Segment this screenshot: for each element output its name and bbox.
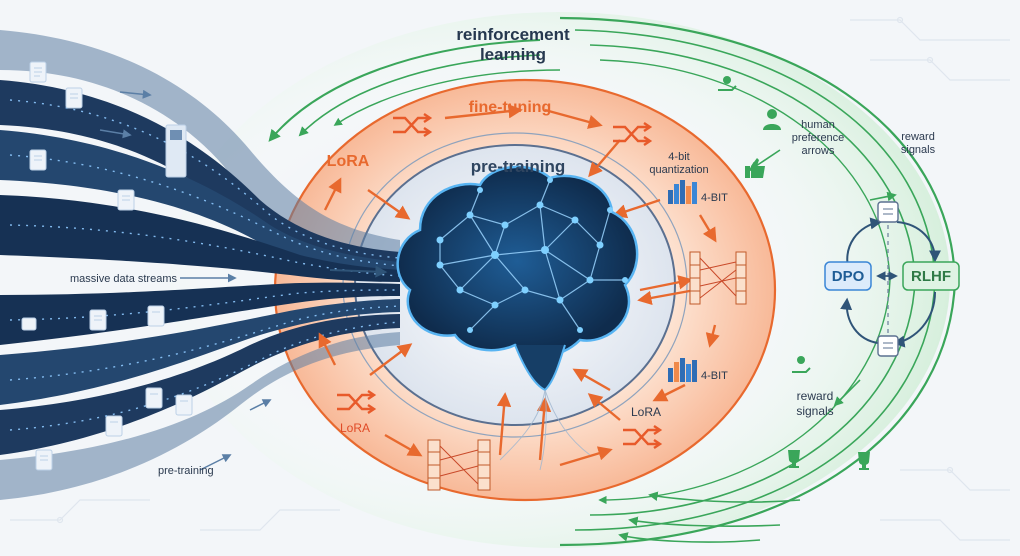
shuffle-icon — [393, 113, 433, 137]
rl-label-line1: reinforcement — [456, 25, 570, 44]
document-icon — [145, 387, 163, 409]
shuffle-icon — [623, 425, 663, 449]
document-icon — [117, 189, 135, 211]
document-icon — [89, 309, 107, 331]
dpo-box — [824, 261, 872, 291]
lora-upper-label: LoRA — [327, 153, 370, 170]
document-icon — [29, 149, 47, 171]
fine-tuning-label: fine-tuning — [469, 99, 552, 116]
quantization-line2: quantization — [649, 164, 708, 176]
pre-training-center-label: pre-training — [471, 157, 565, 176]
trophy-icon — [788, 450, 800, 468]
bar-chart-icon — [668, 180, 697, 204]
lora-lower-left-label: LoRA — [340, 421, 370, 435]
fine-tuning-arrows — [318, 104, 720, 467]
human-pref-line1: human — [801, 119, 835, 131]
document-icon — [147, 305, 165, 327]
document-icon — [165, 124, 187, 178]
four-bit-lower-label: 4-BIT — [701, 370, 728, 382]
pre-training-bottom-label: pre-training — [158, 465, 214, 477]
reward-signals-upper-line2: signals — [901, 144, 936, 156]
matrix-icon — [427, 439, 491, 491]
thumbs-up-icon — [745, 158, 765, 178]
bar-chart-icon — [668, 358, 697, 382]
rl-icons — [718, 76, 870, 470]
massive-data-streams-label: massive data streams — [70, 273, 177, 285]
dpo-label: DPO — [832, 268, 865, 285]
human-pref-line3: arrows — [801, 145, 835, 157]
shuffle-icon — [337, 390, 377, 414]
document-icon — [21, 317, 37, 331]
circuit-background — [10, 16, 1010, 541]
document-icon — [29, 61, 47, 83]
document-icon — [105, 415, 123, 437]
reward-signals-upper-line1: reward — [901, 131, 935, 143]
stream-dots — [9, 99, 401, 431]
document-icons — [21, 61, 193, 471]
human-pref-line2: preference — [792, 132, 845, 144]
brain-network-icon — [396, 165, 639, 471]
clipboard-icon — [877, 201, 899, 223]
trophy-icon — [858, 452, 870, 470]
quantization-line1: 4-bit — [668, 151, 689, 163]
reward-hand-icon — [718, 76, 737, 91]
rlhf-box — [902, 261, 960, 291]
reward-hand-icon — [792, 356, 811, 373]
four-bit-upper-label: 4-BIT — [701, 192, 728, 204]
reward-signals-lower-line1: reward — [797, 389, 834, 403]
stream-arrows — [99, 89, 388, 471]
lora-lower-right-label: LoRA — [631, 405, 661, 419]
person-icon — [763, 109, 781, 130]
shuffle-icons — [337, 113, 663, 449]
rl-label-line2: learning — [480, 45, 546, 64]
document-icon — [35, 449, 53, 471]
shuffle-icon — [613, 122, 653, 146]
dpo-rlhf-panel — [824, 201, 960, 357]
reward-signals-lower-line2: signals — [796, 404, 833, 418]
rlhf-label: RLHF — [911, 268, 951, 285]
clipboard-icon — [877, 335, 899, 357]
document-icon — [65, 87, 83, 109]
data-streams — [0, 30, 400, 500]
document-icon — [175, 394, 193, 416]
matrix-icon — [689, 251, 747, 305]
